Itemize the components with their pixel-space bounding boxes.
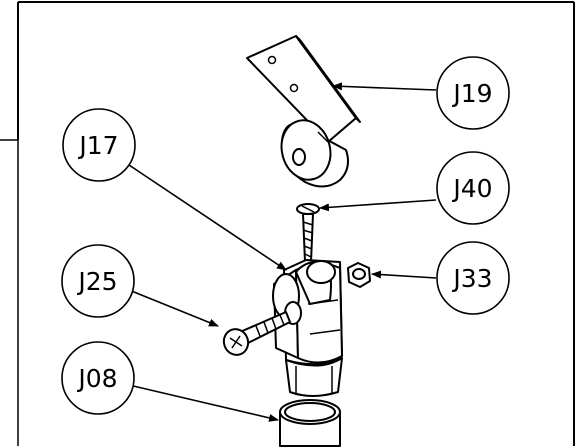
callout-j19: J19 <box>436 56 510 130</box>
part-j19-bracket <box>246 35 361 188</box>
part-j17-spigot <box>285 357 343 397</box>
callout-j19-label: J19 <box>451 79 492 108</box>
part-j25-bolt <box>222 311 291 356</box>
callout-j25: J25 <box>61 244 135 318</box>
leader-j19 <box>332 82 437 91</box>
callout-j25-label: J25 <box>76 267 117 296</box>
callout-j17-label: J17 <box>77 131 118 160</box>
leader-j33 <box>371 270 437 279</box>
part-j33-nut <box>347 262 371 288</box>
part-j17-clevis <box>272 259 343 366</box>
callout-j08: J08 <box>61 341 135 415</box>
part-j40-screw <box>296 203 320 263</box>
leader-j25 <box>128 289 219 327</box>
leader-j40 <box>319 199 437 212</box>
leader-j17 <box>128 164 287 271</box>
callout-j17: J17 <box>62 108 136 182</box>
part-j08-tube <box>279 399 341 447</box>
leader-j08 <box>128 384 279 422</box>
callout-j33: J33 <box>436 241 510 315</box>
callout-j08-label: J08 <box>76 364 117 393</box>
leader-lines <box>128 82 437 422</box>
callout-j40: J40 <box>436 151 510 225</box>
callout-j33-label: J33 <box>451 264 492 293</box>
callout-j40-label: J40 <box>451 174 492 203</box>
